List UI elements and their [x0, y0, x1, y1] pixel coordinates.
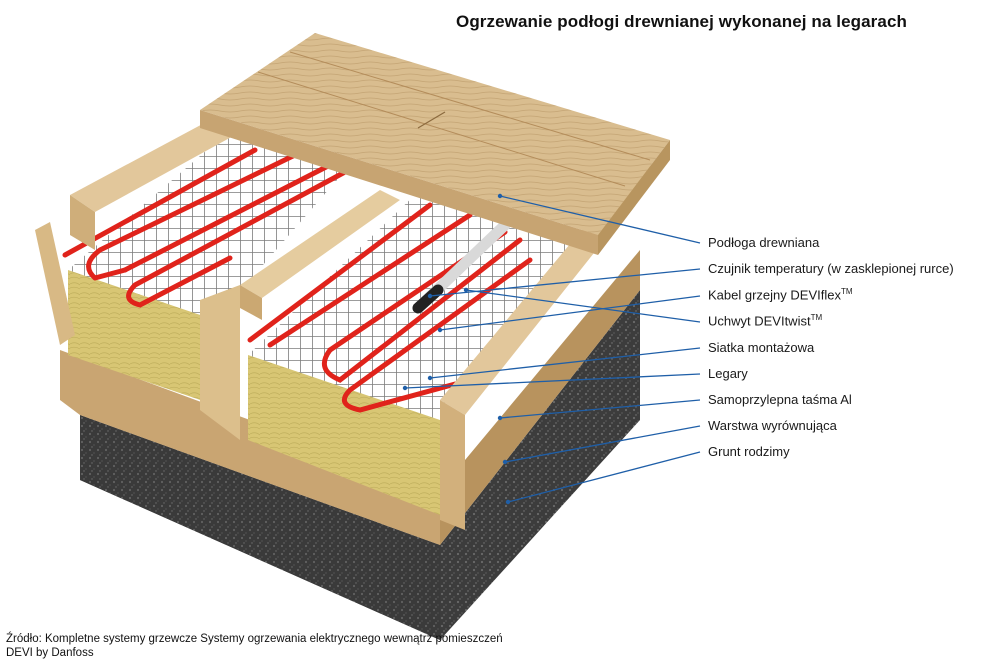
temperature-sensor-tube — [412, 219, 511, 314]
label-joists: Legary — [708, 366, 748, 381]
heating-cable-left — [62, 147, 348, 308]
native-ground-block — [80, 290, 640, 640]
label-devitwist-holder: Uchwyt DEVItwistTM — [708, 313, 823, 329]
source-caption: Źródło: Kompletne systemy grzewcze Syste… — [6, 632, 503, 660]
diagram-title: Ogrzewanie podłogi drewnianej wykonanej … — [456, 12, 907, 31]
joist-middle — [200, 190, 400, 440]
insulation-left — [68, 270, 215, 405]
wood-floor-board — [200, 33, 670, 255]
leader-dots — [402, 193, 511, 505]
label-wood-floor: Podłoga drewniana — [708, 235, 820, 250]
source-line-2: DEVI by Danfoss — [6, 647, 94, 659]
label-al-tape: Samoprzylepna taśma Al — [708, 392, 852, 407]
leveling-layer-block — [60, 250, 640, 545]
label-temperature-sensor: Czujnik temperatury (w zasklepionej rurc… — [708, 261, 954, 276]
label-leveling-layer: Warstwa wyrównująca — [708, 418, 837, 433]
source-line-1: Źródło: Kompletne systemy grzewcze Syste… — [6, 633, 503, 645]
post-left — [35, 222, 75, 345]
label-heating-cable: Kabel grzejny DEVIflexTM — [708, 287, 853, 303]
leader-lines — [404, 195, 701, 503]
joist-left — [70, 120, 235, 250]
insulation-right — [248, 355, 440, 515]
label-mounting-mesh: Siatka montażowa — [708, 340, 815, 355]
label-native-ground: Grunt rodzimy — [708, 444, 790, 459]
